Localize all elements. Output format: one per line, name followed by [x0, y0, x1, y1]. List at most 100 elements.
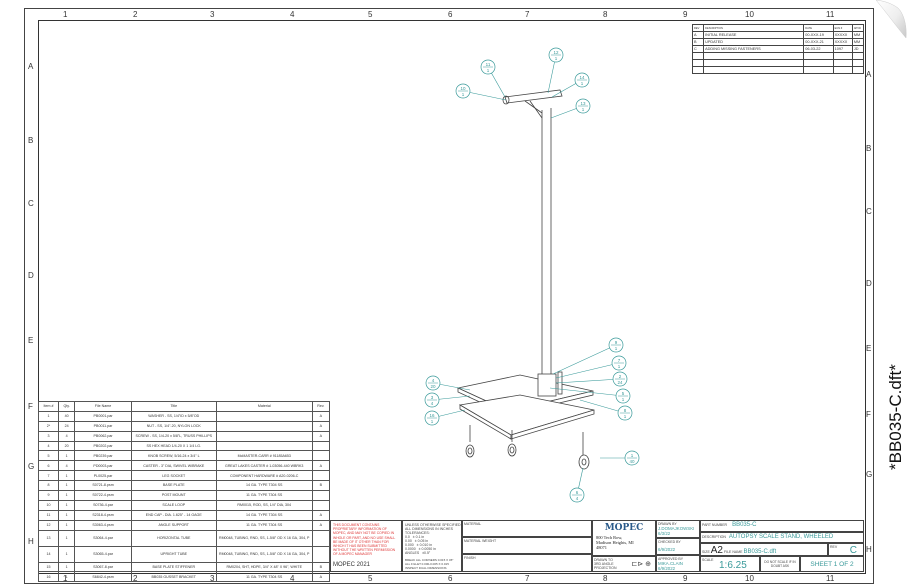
drawn-date: 6/3/22: [658, 531, 671, 536]
scale-label: SCALE: [702, 558, 714, 562]
bom-column-header: Title: [130, 401, 217, 412]
balloon-item: 1: [631, 453, 634, 458]
bom-column-header: Item #: [38, 401, 59, 412]
bom-cell: 1: [57, 470, 76, 482]
rev-field: REV C: [828, 543, 864, 556]
zone-label: B: [28, 136, 34, 145]
revision-column-header: ECN #: [832, 24, 853, 32]
bom-cell: RM0048, TUBING, RND, SS, 1-5/8" OD X 16 …: [215, 545, 313, 563]
bom-column-header: Rev.: [311, 401, 331, 412]
bom-cell: GREAT LAKES CASTER # 1-03056-440 WBRK3: [215, 460, 313, 472]
file-name-label: FILE NAME: [723, 550, 743, 554]
copyright: MOPEC 2021: [333, 561, 371, 568]
item-balloon: 34: [424, 392, 471, 408]
tolerance-line: 0.0 ± 0.1 in: [405, 535, 425, 539]
bom-cell: 11: [38, 509, 59, 521]
sheet-field: SHEET 1 OF 2: [800, 556, 864, 572]
document-tab-filename[interactable]: *BB035-C.dft*: [886, 364, 905, 470]
bom-cell: [311, 440, 331, 452]
bom-cell: 6: [38, 460, 59, 472]
bom-cell: PD0003.par: [74, 460, 132, 472]
bom-cell: A: [311, 509, 331, 521]
balloon-item: 4: [432, 378, 435, 383]
bom-cell: 7: [38, 470, 59, 482]
casters: [465, 425, 590, 470]
bom-cell: B: [311, 480, 331, 492]
bom-cell: [311, 529, 331, 547]
balloon-qty: 1: [487, 68, 490, 73]
bom-cell: 1: [57, 561, 76, 573]
revision-column-header: DATE: [803, 24, 834, 32]
revision-cell: JD: [851, 45, 865, 53]
bom-cell: BB035 GUSSET BRACKET: [130, 571, 217, 583]
item-balloon: 140: [600, 450, 640, 466]
address-line: 800 Tech Row,: [596, 535, 623, 540]
bom-cell: 1: [57, 545, 76, 563]
balloon-item: 2: [619, 374, 622, 379]
bom-cell: SCREW - SS, 1/4-20 x 5/8"L, TRUSS PHILLI…: [130, 430, 217, 442]
revision-cell: 00-XXX-21: [803, 38, 834, 46]
bom-cell: S3064-4.par: [74, 529, 132, 547]
item-balloon: 111: [480, 59, 506, 98]
zone-label: F: [28, 402, 33, 411]
zone-label: B: [866, 144, 872, 153]
scale: 1:6.25: [719, 560, 747, 571]
revision-cell: C: [691, 45, 705, 53]
zone-label: H: [866, 545, 872, 554]
bom-cell: 14 GA. TYPE T304 SS: [215, 509, 313, 521]
bom-cell: A: [311, 519, 331, 531]
zone-label: 7: [525, 10, 530, 19]
zone-label: C: [866, 207, 872, 216]
bom-cell: 1: [57, 509, 76, 521]
balloon-item: 8: [624, 408, 627, 413]
balloon-qty: 1: [555, 56, 558, 61]
tolerance-line: 0.00 ± 0.05 in: [405, 539, 429, 543]
bom-cell: 4: [57, 460, 76, 472]
zone-label: A: [28, 62, 34, 71]
balloon-item: 7: [618, 358, 621, 363]
bom-cell: CASTER - 3" DIA, SWIVEL W/BRAKE: [130, 460, 217, 472]
item-balloon: 224: [555, 371, 628, 387]
bom-cell: 3: [38, 430, 59, 442]
zone-label: E: [28, 336, 34, 345]
bom-cell: BASE PLATE: [130, 480, 217, 492]
finish-field: FINISH: [462, 554, 592, 572]
checked-by-field: CHECKED BY 6/9/2022: [656, 538, 700, 555]
bom-cell: [215, 430, 313, 442]
bom-cell: LEG SOCKET: [130, 470, 217, 482]
revision-cell: MM: [851, 38, 865, 46]
bom-cell: 9: [38, 490, 59, 501]
bom-cell: S3065-4.par: [74, 545, 132, 563]
bom-cell: 15: [38, 561, 59, 573]
zone-label: C: [28, 199, 34, 208]
balloon-qty: 1: [581, 81, 584, 86]
bom-cell: S0736-4.par: [74, 499, 132, 511]
rev: C: [849, 545, 857, 556]
bom-cell: 1: [57, 571, 76, 583]
bom-cell: 2*: [38, 420, 59, 432]
zone-label: G: [28, 462, 35, 471]
bom-cell: S3063-4.psm: [74, 519, 132, 531]
zone-label: 11: [826, 10, 835, 19]
zone-label: F: [866, 410, 871, 419]
bom-cell: A: [311, 420, 331, 432]
tolerance-line: 0.0000 ± 0.0050 in: [405, 547, 436, 551]
drawn-by-label: DRAWN BY: [658, 522, 677, 526]
bom-cell: KNOB SCREW, 5/16-24 x 3/4" L: [130, 450, 217, 462]
address-line: 48071: [596, 545, 607, 550]
bom-cell: PL0025.par: [74, 470, 132, 482]
zone-label: H: [28, 537, 34, 546]
bom-cell: A: [311, 410, 331, 422]
bom-cell: PB0062.par: [74, 430, 132, 442]
bom-cell: PB0001.par: [74, 410, 132, 422]
zone-label: 4: [290, 10, 295, 19]
